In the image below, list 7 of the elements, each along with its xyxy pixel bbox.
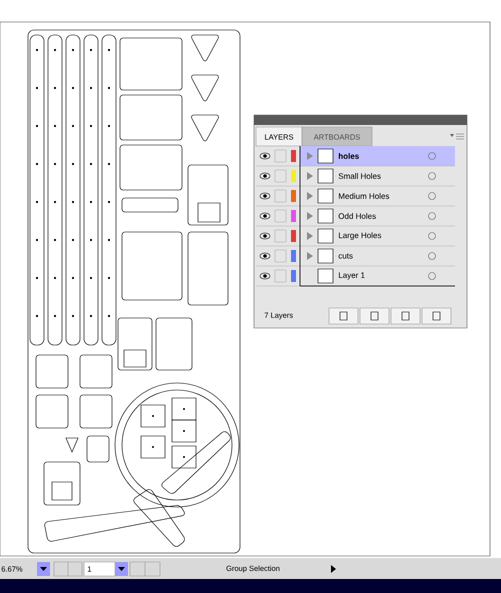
legend-label: Large Holes (338, 232, 382, 240)
legend-label: Medium Holes (338, 193, 390, 199)
legend-label: cuts (338, 253, 353, 259)
legend-label: Layer 1 (338, 272, 365, 280)
legend-label: Small Holes (338, 173, 381, 179)
legend-label: Odd Holes (338, 213, 376, 219)
legend-label: holes (338, 153, 359, 159)
